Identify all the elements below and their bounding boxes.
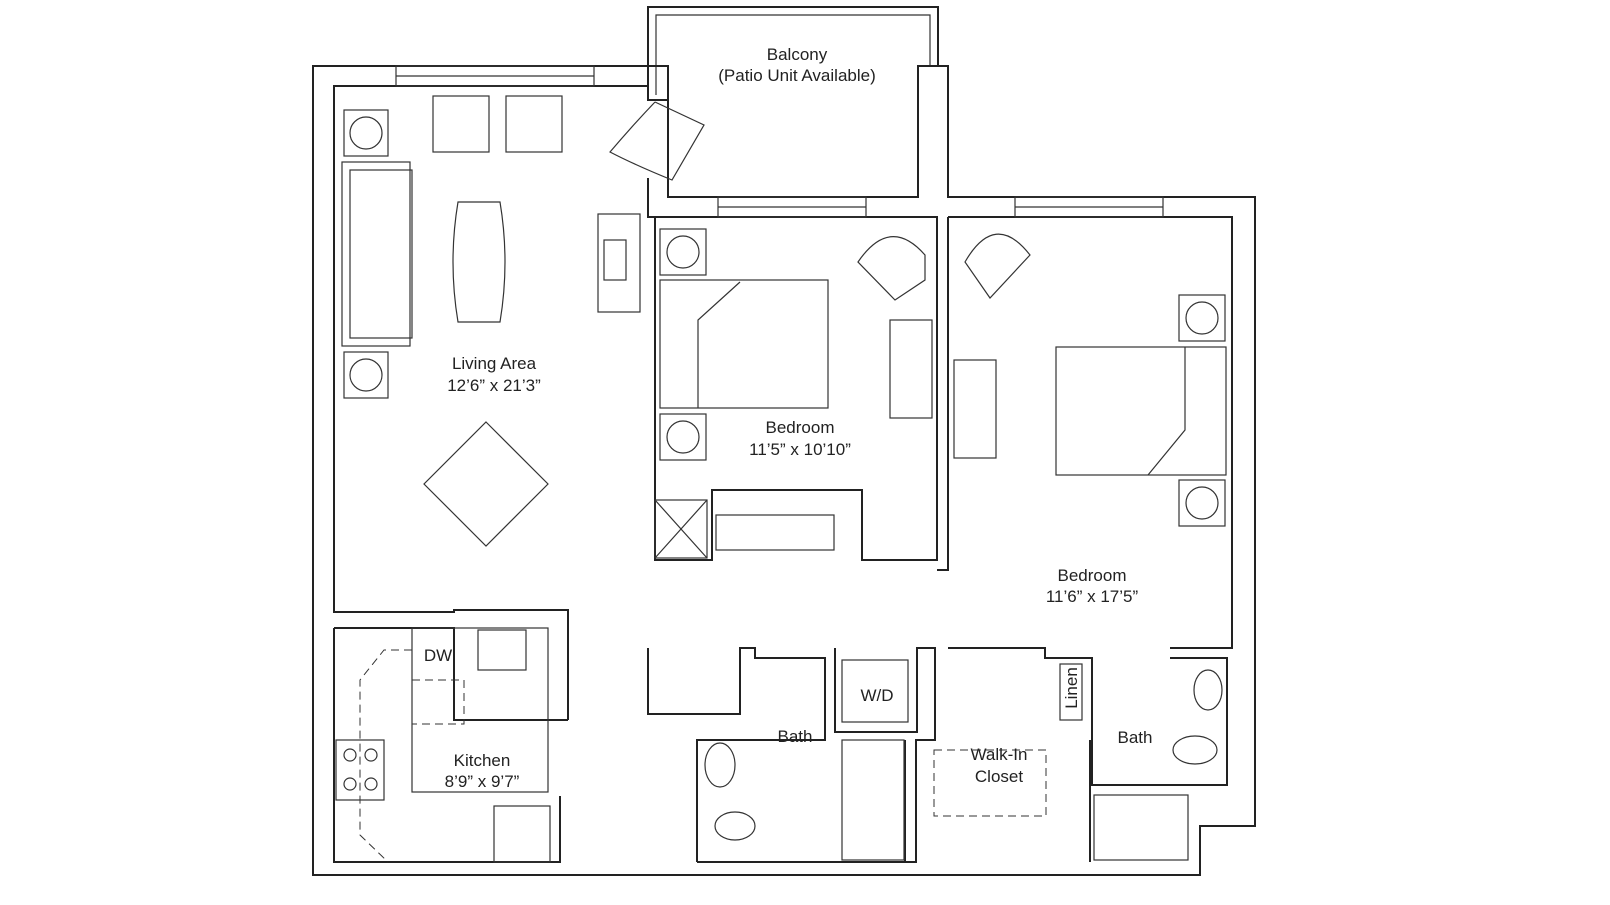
bath-fixtures (704, 659, 1223, 861)
kitchen-label: Kitchen (454, 751, 511, 770)
wd-label: W/D (860, 686, 893, 705)
bedroom2-furniture (953, 233, 1227, 527)
living-furniture (341, 95, 641, 547)
kitchen-size: 8’9” x 9’7” (445, 772, 520, 791)
bedroom1-furniture (654, 228, 933, 559)
bedroom2-size: 11’6” x 17’5” (1046, 587, 1139, 606)
bedroom1-size: 11’5” x 10’10” (749, 440, 851, 459)
bath2-label: Bath (1118, 728, 1153, 747)
kitchen-fixtures (335, 627, 551, 863)
balcony (647, 6, 939, 197)
closet-label-2: Closet (975, 767, 1023, 786)
balcony-door (609, 101, 705, 181)
living-size: 12’6” x 21’3” (447, 376, 541, 395)
bedroom2-label: Bedroom (1058, 566, 1127, 585)
linen-label: Linen (1062, 667, 1081, 709)
living-label: Living Area (452, 354, 537, 373)
balcony-note: (Patio Unit Available) (718, 66, 876, 85)
windows (395, 65, 1164, 218)
bedroom1-label: Bedroom (766, 418, 835, 437)
bath1-label: Bath (778, 727, 813, 746)
interior-walls-lower (333, 627, 1228, 863)
dw-label: DW (424, 646, 452, 665)
balcony-label: Balcony (767, 45, 828, 64)
closet-label: Walk-In (971, 745, 1028, 764)
